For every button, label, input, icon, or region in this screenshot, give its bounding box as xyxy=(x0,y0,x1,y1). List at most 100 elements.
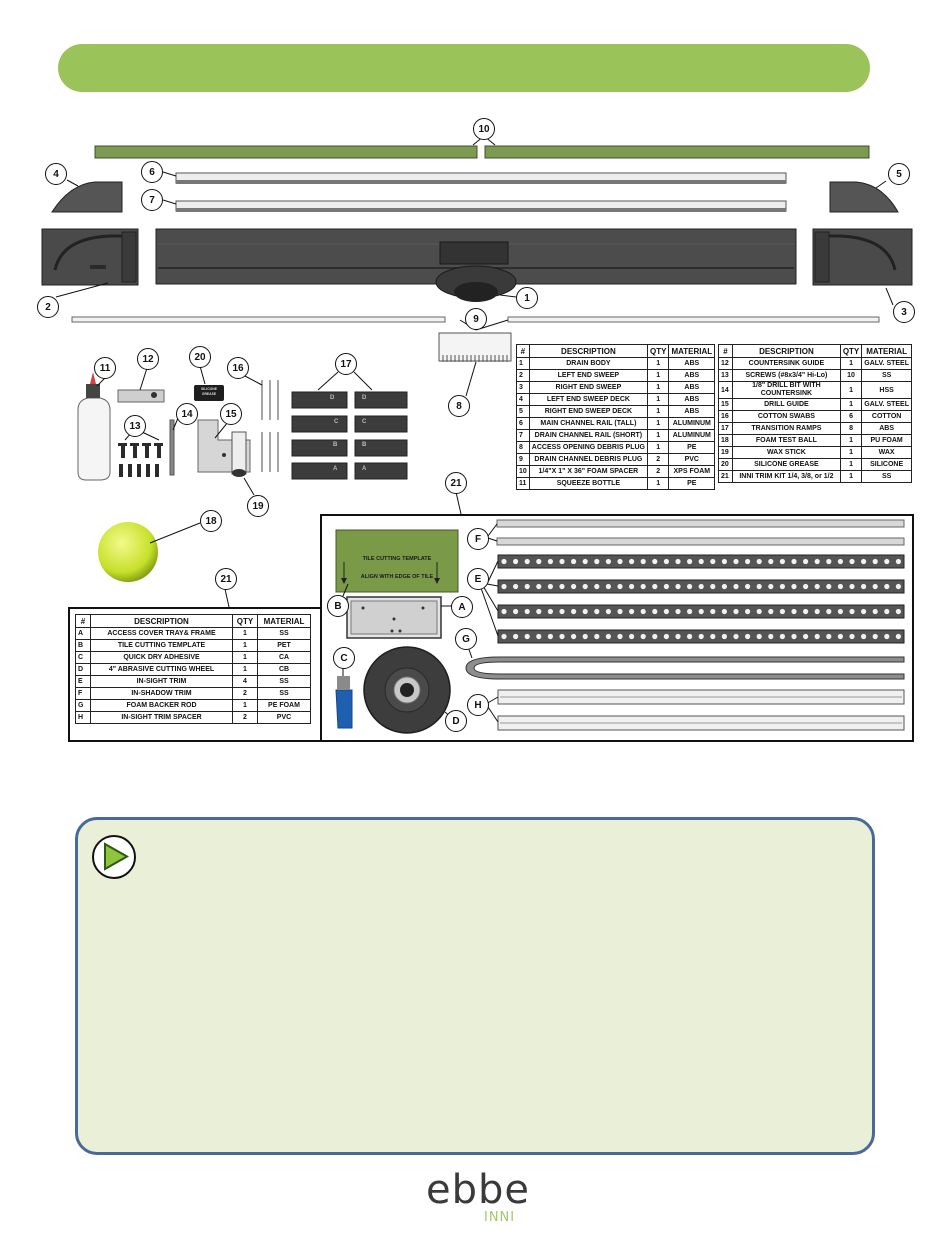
cell-qty: 1 xyxy=(646,393,670,406)
cell-qty: 1 xyxy=(839,458,863,471)
callout-14: 14 xyxy=(176,403,198,425)
cell-material: SILICONE xyxy=(861,458,912,471)
right-end-sweep-deck xyxy=(829,181,899,213)
trim-hole xyxy=(791,633,797,640)
trim-hole xyxy=(547,583,554,590)
cell-description: DRILL GUIDE xyxy=(732,398,841,411)
trim-hole xyxy=(594,608,600,615)
note-box xyxy=(75,817,875,1155)
cell-qty: 1 xyxy=(646,357,670,370)
quick-dry-adhesive xyxy=(335,689,353,729)
cell-qty: 1 xyxy=(646,369,670,382)
cell-num: 19 xyxy=(718,446,733,459)
trim-hole xyxy=(768,558,774,565)
play-button[interactable] xyxy=(92,835,136,879)
col-qty: QTY xyxy=(646,344,670,358)
cell-description: DRAIN BODY xyxy=(528,357,648,370)
cell-num: 21 xyxy=(718,470,733,483)
cell-description: INNI TRIM KIT 1/4, 3/8, or 1/2 xyxy=(732,470,841,483)
trim-hole xyxy=(687,583,693,590)
trim-hole xyxy=(849,633,855,640)
cell-num: 16 xyxy=(718,410,733,423)
trim-hole xyxy=(745,558,751,565)
trim-hole xyxy=(640,583,646,590)
trim-hole xyxy=(571,583,577,590)
cell-description: FOAM TEST BALL xyxy=(732,434,841,447)
callout-13: 13 xyxy=(124,415,146,437)
callout-16: 16 xyxy=(227,357,249,379)
cell-qty: 2 xyxy=(646,465,670,478)
trim-hole xyxy=(872,633,878,640)
cell-num: 3 xyxy=(516,381,530,394)
cell-material: CA xyxy=(257,651,311,664)
callout-5: 5 xyxy=(888,163,910,185)
cell-qty: 2 xyxy=(232,711,258,724)
trim-hole xyxy=(559,558,565,565)
trim-hole xyxy=(594,558,600,565)
trim-hole xyxy=(779,633,786,640)
cell-material: PVC xyxy=(668,453,716,466)
ramp-letter: D xyxy=(362,395,367,401)
squeeze-bottle xyxy=(77,397,111,481)
trim-hole xyxy=(721,633,728,640)
trim-hole xyxy=(791,583,797,590)
trim-hole xyxy=(791,608,797,615)
cell-num: E xyxy=(75,675,91,688)
trim-hole xyxy=(861,608,867,615)
trim-hole xyxy=(698,583,704,590)
trim-hole xyxy=(652,608,658,615)
trim-hole xyxy=(582,633,588,640)
trim-hole xyxy=(524,583,530,590)
cell-num: 9 xyxy=(516,453,530,466)
callout-G: G xyxy=(455,628,477,650)
trim-hole xyxy=(536,583,542,590)
cell-material: CB xyxy=(257,663,311,676)
trim-hole xyxy=(733,558,739,565)
trim-hole xyxy=(524,633,530,640)
cell-material: PE xyxy=(668,441,716,454)
trim-hole xyxy=(803,558,809,565)
trim-hole xyxy=(571,633,577,640)
cell-description: COUNTERSINK GUIDE xyxy=(732,357,841,370)
cell-description: ACCESS COVER TRAY& FRAME xyxy=(90,627,233,640)
ramp-letter: B xyxy=(362,442,367,448)
trim-hole xyxy=(594,583,600,590)
trim-hole xyxy=(826,633,832,640)
trim-hole xyxy=(605,558,612,565)
cell-material: ABS xyxy=(668,405,716,418)
col-description: DESCRIPTION xyxy=(90,614,233,628)
trim-hole xyxy=(524,608,530,615)
trim-hole xyxy=(756,608,762,615)
trim-hole xyxy=(663,558,670,565)
ramp-letter: C xyxy=(334,419,339,425)
cell-qty: 4 xyxy=(232,675,258,688)
trim-hole xyxy=(768,608,774,615)
trim-hole xyxy=(861,583,867,590)
cell-num: B xyxy=(75,639,91,652)
cell-qty: 1 xyxy=(646,381,670,394)
debris-plug-right xyxy=(507,316,880,323)
trim-kit-illustration xyxy=(224,491,905,734)
cell-material: ABS xyxy=(668,393,716,406)
ramp-letter: C xyxy=(362,419,367,425)
parts-illustration xyxy=(41,135,913,582)
cell-qty: 1 xyxy=(232,663,258,676)
trim-hole xyxy=(605,633,612,640)
cell-description: IN-SHADOW TRIM xyxy=(90,687,233,700)
cell-num: 20 xyxy=(718,458,733,471)
col-num: # xyxy=(718,344,733,358)
trim-hole xyxy=(536,633,542,640)
trim-hole xyxy=(675,583,681,590)
brand-sub-logo: INNI xyxy=(484,1210,516,1225)
trim-hole xyxy=(849,558,855,565)
